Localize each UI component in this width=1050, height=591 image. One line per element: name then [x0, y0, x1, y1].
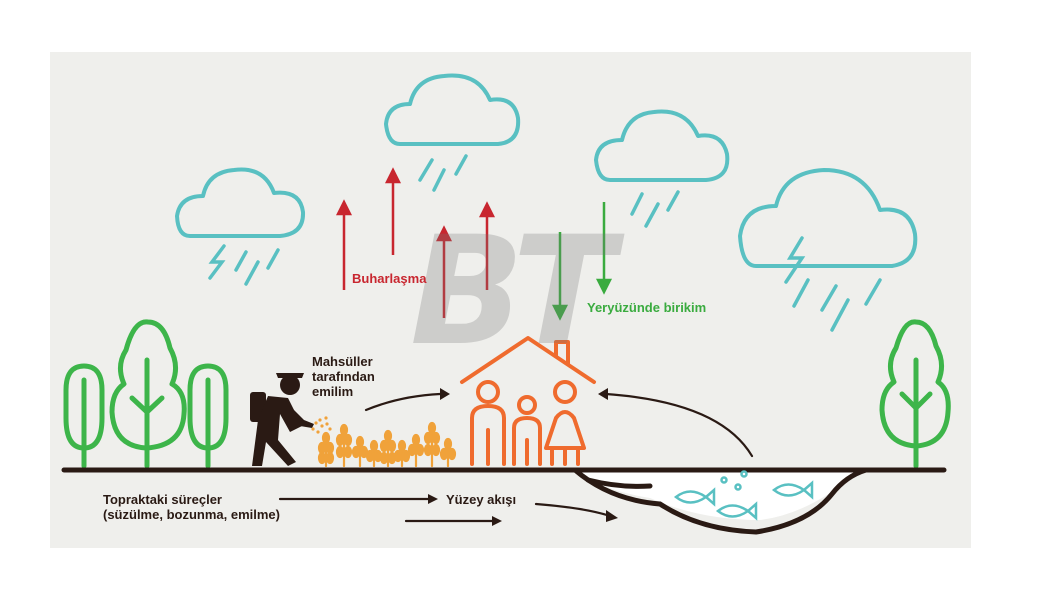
wheat-icon — [317, 431, 335, 468]
rain-drop — [244, 260, 260, 286]
wheat-icon — [379, 429, 397, 468]
rain-drop — [454, 154, 468, 176]
fish-icon — [771, 480, 814, 500]
fish-icon — [715, 501, 758, 521]
soil-processes-line2: (süzülme, bozunma, emilme) — [103, 507, 280, 522]
cloud-icon — [738, 168, 918, 268]
arrow-up-icon — [335, 199, 353, 216]
arrow-right-icon — [606, 510, 618, 522]
soil-processes-label: Topraktaki süreçler (süzülme, bozunma, e… — [103, 492, 280, 522]
crop-absorption-line1: Mahsüller — [312, 354, 373, 369]
rain-drop — [432, 168, 446, 192]
farmer-icon — [250, 373, 314, 466]
arrow-up-icon — [478, 201, 496, 218]
cloud-icon — [384, 73, 521, 146]
arrow-right-icon — [428, 494, 438, 504]
watermark: BT — [410, 205, 615, 379]
wheat-icon — [423, 421, 441, 468]
spray — [311, 416, 332, 434]
lightning-icon — [208, 244, 226, 280]
rain-drop — [234, 250, 248, 272]
wheat-icon — [351, 435, 369, 468]
arrow-right-icon — [492, 516, 502, 526]
rain-drop — [666, 190, 680, 212]
bubble — [734, 483, 742, 491]
tree-icon — [63, 363, 105, 469]
cloud-icon — [175, 167, 306, 238]
chimney — [554, 340, 570, 366]
rain-drop — [820, 284, 838, 312]
rain-drop — [644, 202, 660, 228]
evaporation-label: Buharlaşma — [352, 271, 427, 286]
pond — [575, 470, 860, 520]
family-icon — [470, 380, 586, 466]
wheat-icon — [335, 423, 353, 468]
surface-runoff-label: Yüzey akışı — [446, 492, 517, 507]
arrow-down-icon — [595, 278, 613, 295]
arrow-right-icon — [440, 388, 450, 400]
tree-icon — [109, 319, 187, 469]
soil-processes-line1: Topraktaki süreçler — [103, 492, 222, 507]
lightning-icon — [784, 236, 806, 284]
arrow-up-icon — [435, 225, 453, 242]
rain-drop — [792, 278, 810, 308]
bubble — [720, 476, 728, 484]
wheat-icon — [393, 439, 411, 468]
fish-icon — [673, 487, 716, 507]
crop-absorption-line3: emilim — [312, 384, 354, 399]
bubble — [740, 470, 748, 478]
crop-absorption-label: Mahsüller tarafından emilim — [312, 354, 375, 399]
rain-drop — [830, 298, 850, 332]
rain-drop — [864, 278, 882, 306]
tree-icon — [187, 363, 229, 469]
arrow-up-icon — [384, 167, 402, 184]
diagram-background — [50, 52, 971, 548]
surface-accumulation-label: Yeryüzünde birikim — [587, 300, 707, 315]
rain-drop — [630, 192, 644, 216]
crop-absorption-line2: tarafından — [312, 369, 375, 384]
wheat-icon — [439, 437, 457, 468]
rain-drop — [418, 158, 434, 182]
arrow-left-icon — [598, 388, 608, 400]
house-roof-icon — [460, 336, 596, 384]
cloud-icon — [594, 109, 730, 182]
arrow-down-icon — [551, 304, 569, 321]
wheat-icon — [407, 433, 425, 468]
rain-drop — [266, 248, 280, 270]
tree-icon — [879, 319, 951, 469]
wheat-icon — [365, 439, 383, 468]
pond-outline — [572, 467, 869, 535]
